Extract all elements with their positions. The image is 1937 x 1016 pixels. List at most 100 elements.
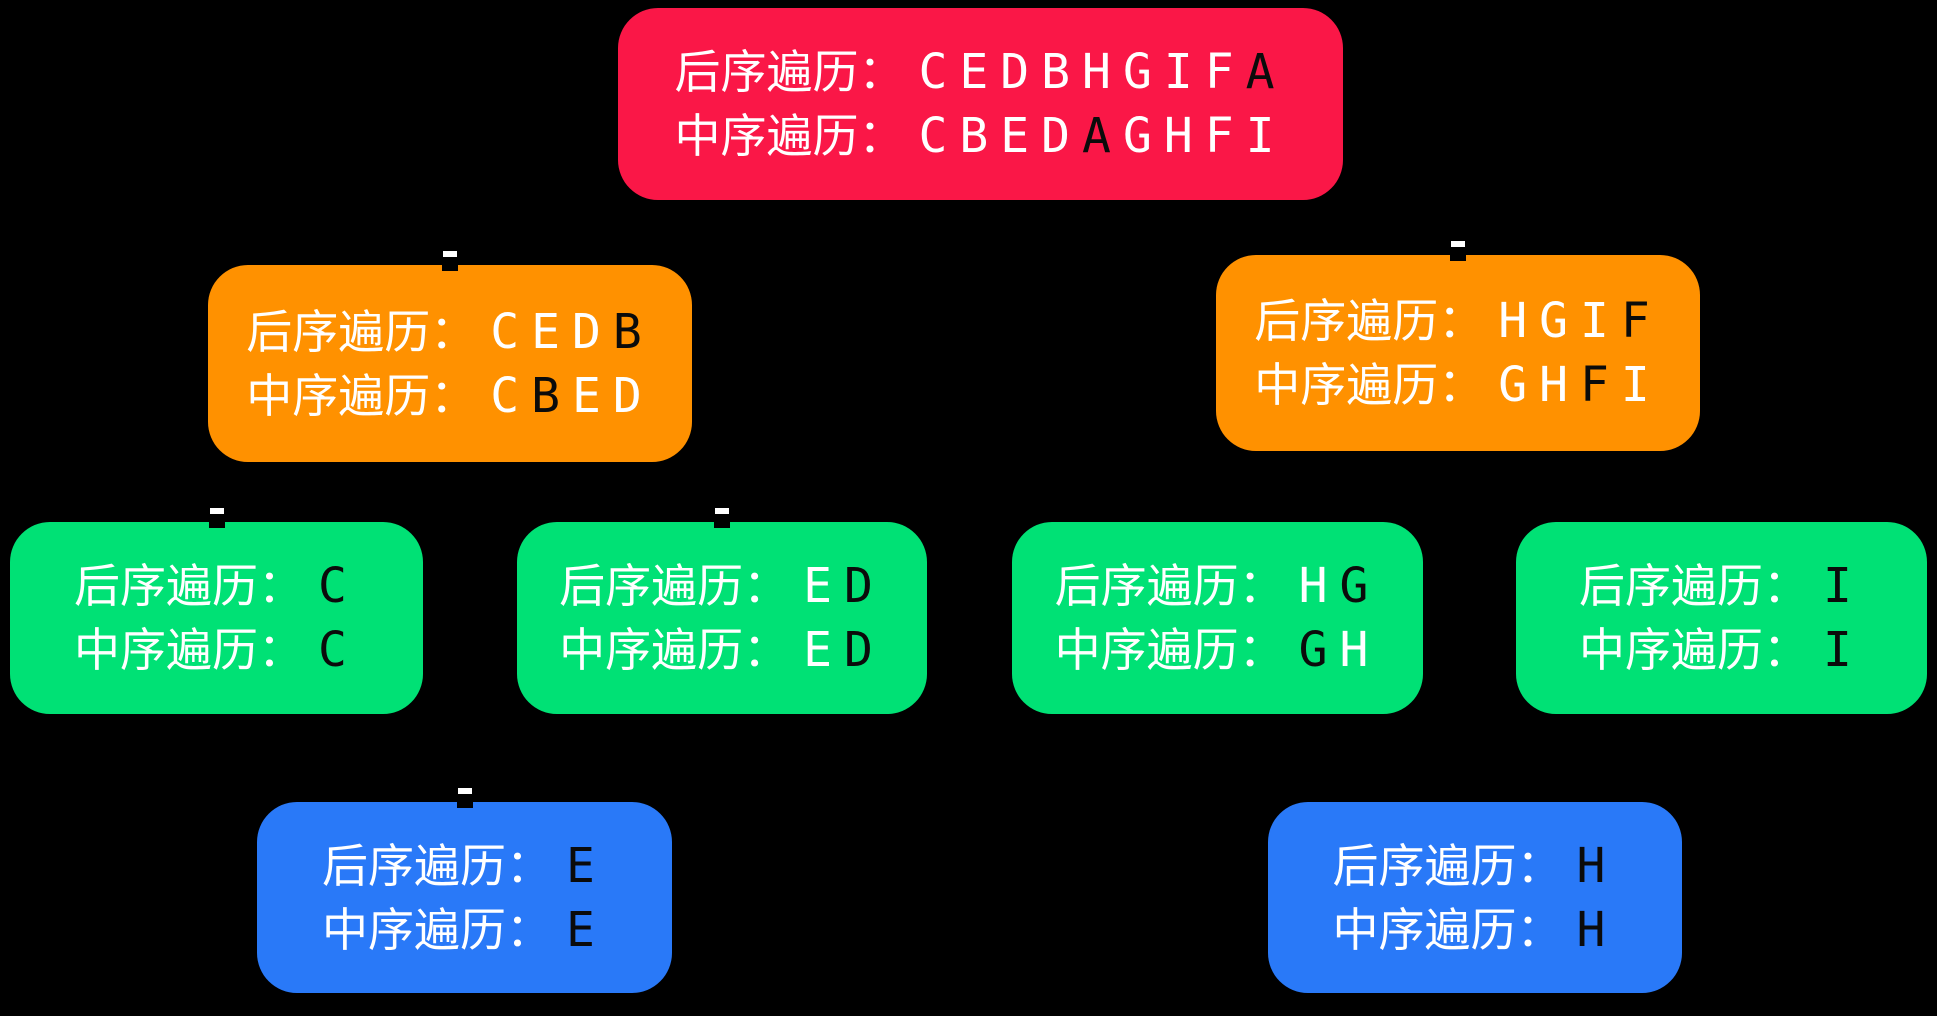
postorder-line: 后序遍历： H (1333, 834, 1618, 898)
tree-node-g: 后序遍历： HG 中序遍历： GH (1012, 522, 1423, 714)
inorder-label: 中序遍历： (322, 902, 553, 957)
arrowhead-tip (1451, 241, 1465, 247)
postorder-sequence: H (1577, 834, 1618, 909)
arrowhead-notch (456, 799, 473, 808)
traversal-segment: E (803, 558, 844, 614)
traversal-segment: E (566, 901, 607, 958)
inorder-line: 中序遍历： E (322, 898, 607, 962)
traversal-segment: CBED (918, 108, 1083, 164)
traversal-segment: CEDBHGIF (918, 44, 1246, 100)
traversal-segment: GH (1498, 357, 1580, 413)
traversal-segment: A (1245, 44, 1287, 100)
arrowhead-tip (209, 508, 224, 514)
arrowhead-notch (1450, 252, 1466, 261)
inorder-line: 中序遍历： CBEDAGHFI (674, 104, 1286, 168)
inorder-line: 中序遍历： C (74, 618, 359, 682)
postorder-label: 后序遍历： (559, 559, 790, 613)
arrowhead-tip (443, 251, 457, 257)
traversal-segment: E (803, 622, 844, 678)
arrowhead-tip (715, 508, 729, 514)
postorder-line: 后序遍历： I (1579, 554, 1864, 618)
inorder-sequence: GH (1299, 618, 1381, 693)
traversal-segment: I (1823, 558, 1864, 614)
tree-node-i: 后序遍历： I 中序遍历： I (1516, 522, 1927, 714)
inorder-sequence: GHFI (1498, 353, 1662, 428)
inorder-sequence: CBED (490, 364, 654, 439)
inorder-sequence: I (1823, 618, 1864, 693)
inorder-line: 中序遍历： H (1333, 898, 1618, 962)
inorder-sequence: H (1577, 898, 1618, 973)
arrowhead-tip (457, 788, 472, 794)
postorder-label: 后序遍历： (1254, 294, 1485, 348)
inorder-label: 中序遍历： (1254, 358, 1485, 412)
traversal-segment: E (566, 837, 607, 894)
postorder-sequence: HG (1299, 554, 1381, 629)
postorder-sequence: I (1823, 554, 1864, 629)
traversal-segment: H (1576, 901, 1618, 958)
tree-node-root-a: 后序遍历： CEDBHGIFA 中序遍历： CBEDAGHFI (618, 8, 1343, 200)
inorder-line: 中序遍历： I (1579, 618, 1864, 682)
inorder-line: 中序遍历： CBED (246, 364, 654, 428)
postorder-line: 后序遍历： E (322, 834, 607, 898)
traversal-segment: HGI (1498, 293, 1621, 349)
postorder-line: 后序遍历： C (74, 554, 359, 618)
traversal-segment: F (1620, 293, 1662, 349)
traversal-segment: A (1082, 108, 1123, 164)
traversal-segment: C (490, 367, 532, 424)
postorder-label: 后序遍历： (246, 304, 477, 359)
postorder-label: 后序遍历： (1054, 559, 1285, 613)
postorder-line: 后序遍历： ED (559, 554, 885, 618)
tree-node-c: 后序遍历： C 中序遍历： C (10, 508, 423, 714)
inorder-label: 中序遍历： (559, 623, 790, 677)
traversal-segment: B (612, 303, 654, 360)
inorder-sequence: C (318, 618, 359, 693)
postorder-label: 后序遍历： (1579, 559, 1810, 613)
inorder-sequence: ED (803, 618, 885, 693)
traversal-segment: I (1620, 357, 1662, 413)
inorder-label: 中序遍历： (74, 623, 305, 677)
postorder-label: 后序遍历： (74, 559, 305, 613)
postorder-line: 后序遍历： HGIF (1254, 289, 1662, 353)
postorder-label: 后序遍历： (322, 838, 553, 893)
inorder-label: 中序遍历： (1332, 902, 1563, 957)
inorder-line: 中序遍历： GHFI (1254, 353, 1662, 417)
postorder-line: 后序遍历： CEDBHGIFA (674, 40, 1286, 104)
tree-node-h: 后序遍历： H 中序遍历： H (1268, 802, 1682, 993)
traversal-segment: D (844, 558, 885, 614)
inorder-label: 中序遍历： (674, 109, 905, 163)
traversal-segment: ED (572, 367, 654, 424)
postorder-label: 后序遍历： (1332, 838, 1563, 893)
traversal-segment: G (1339, 558, 1381, 614)
traversal-segment: F (1579, 357, 1621, 413)
inorder-sequence: E (566, 898, 607, 973)
traversal-segment: H (1576, 837, 1618, 894)
traversal-segment: C (318, 558, 359, 614)
postorder-label: 后序遍历： (674, 45, 905, 99)
postorder-sequence: E (566, 834, 607, 909)
postorder-sequence: HGIF (1498, 289, 1662, 364)
traversal-segment: GHFI (1122, 108, 1287, 164)
arrowhead-notch (208, 519, 225, 528)
traversal-segment: I (1823, 622, 1864, 678)
tree-node-b: 后序遍历： CEDB 中序遍历： CBED (208, 251, 692, 462)
arrowhead-notch (442, 262, 458, 271)
traversal-segment: C (318, 622, 359, 678)
inorder-line: 中序遍历： GH (1055, 618, 1381, 682)
postorder-line: 后序遍历： HG (1055, 554, 1381, 618)
inorder-label: 中序遍历： (1579, 623, 1810, 677)
traversal-segment: H (1339, 622, 1381, 678)
postorder-sequence: C (318, 554, 359, 629)
tree-node-f: 后序遍历： HGIF 中序遍历： GHFI (1216, 241, 1700, 451)
traversal-segment: CED (490, 303, 613, 360)
inorder-label: 中序遍历： (246, 368, 477, 423)
tree-node-d: 后序遍历： ED 中序遍历： ED (517, 508, 927, 714)
traversal-segment: D (844, 622, 885, 678)
inorder-line: 中序遍历： ED (559, 618, 885, 682)
arrowhead-notch (714, 519, 730, 528)
traversal-segment: B (531, 367, 572, 424)
postorder-sequence: CEDBHGIFA (918, 40, 1286, 115)
inorder-sequence: CBEDAGHFI (918, 104, 1286, 179)
traversal-segment: H (1298, 558, 1340, 614)
inorder-label: 中序遍历： (1054, 623, 1285, 677)
